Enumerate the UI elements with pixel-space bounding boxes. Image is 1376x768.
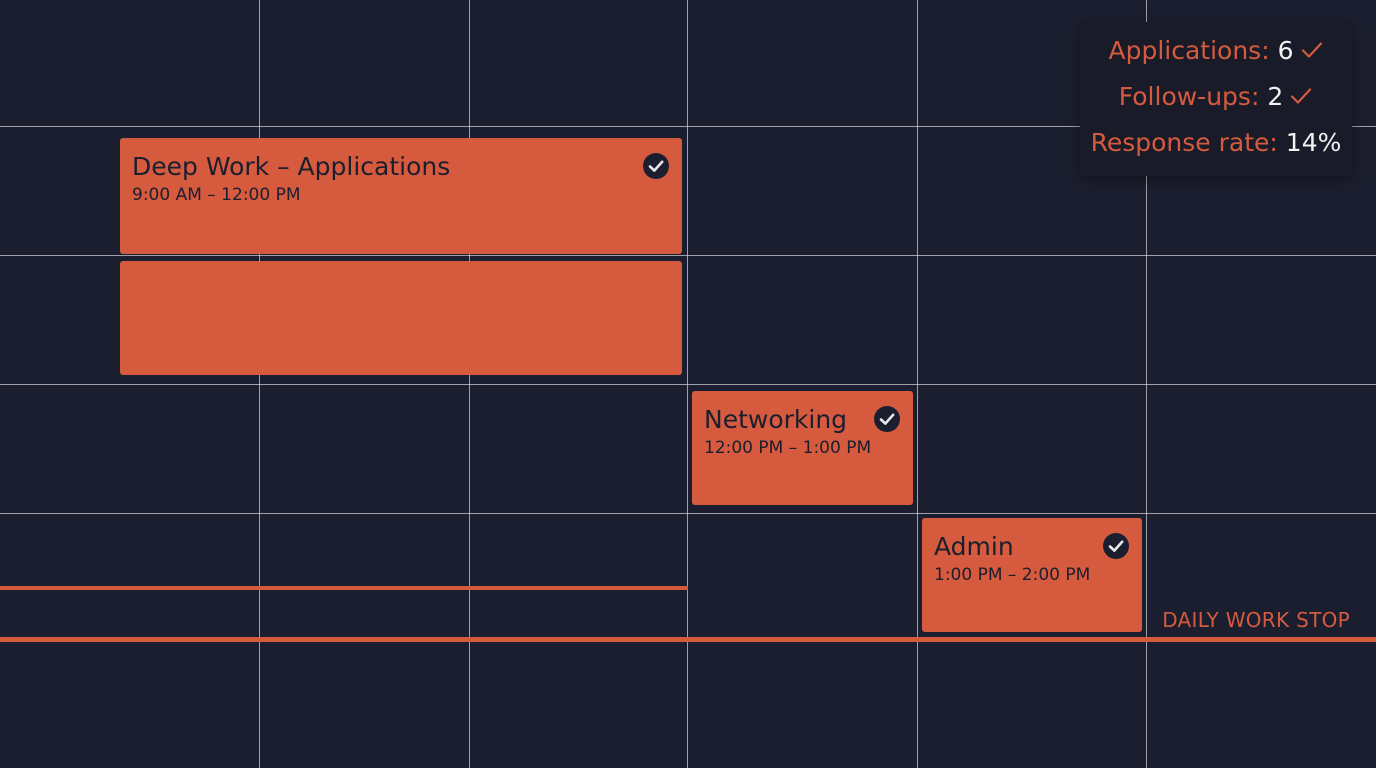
stat-label: Response rate: [1090,128,1278,157]
event-time: 1:00 PM – 2:00 PM [934,565,1091,585]
event-admin[interactable]: Admin 1:00 PM – 2:00 PM [922,518,1142,632]
check-circle-icon[interactable] [1102,532,1130,560]
event-title: Deep Work – Applications [132,152,451,181]
current-time-line [0,586,688,590]
check-icon [1301,42,1322,58]
check-circle-icon[interactable] [873,405,901,433]
stat-value: 6 [1277,36,1294,65]
grid-row-divider [0,513,1376,514]
stat-label: Follow-ups: [1118,82,1260,111]
event-deep-work-continuation[interactable] [120,261,682,375]
grid-row-divider [0,384,1376,385]
grid-row-divider [0,255,1376,256]
event-deep-work[interactable]: Deep Work – Applications 9:00 AM – 12:00… [120,138,682,254]
daily-work-stop-line [0,637,1376,642]
check-circle-icon[interactable] [642,152,670,180]
stat-value: 14% [1285,128,1342,157]
stat-followups: Follow-ups: 2 [1080,80,1352,126]
event-time: 9:00 AM – 12:00 PM [132,185,301,205]
grid-row-divider [0,126,1376,127]
event-title: Admin [934,532,1014,561]
stat-label: Applications: [1108,36,1270,65]
daily-work-stop-label: DAILY WORK STOP [1162,608,1350,632]
event-title: Networking [704,405,848,434]
stat-applications: Applications: 6 [1080,34,1352,80]
stat-response-rate: Response rate: 14% [1080,126,1352,172]
event-time: 12:00 PM – 1:00 PM [704,438,872,458]
stat-value: 2 [1267,82,1284,111]
event-networking[interactable]: Networking 12:00 PM – 1:00 PM [692,391,913,505]
check-icon [1291,88,1312,104]
stats-panel: Applications: 6 Follow-ups: 2 Response r… [1080,22,1352,176]
